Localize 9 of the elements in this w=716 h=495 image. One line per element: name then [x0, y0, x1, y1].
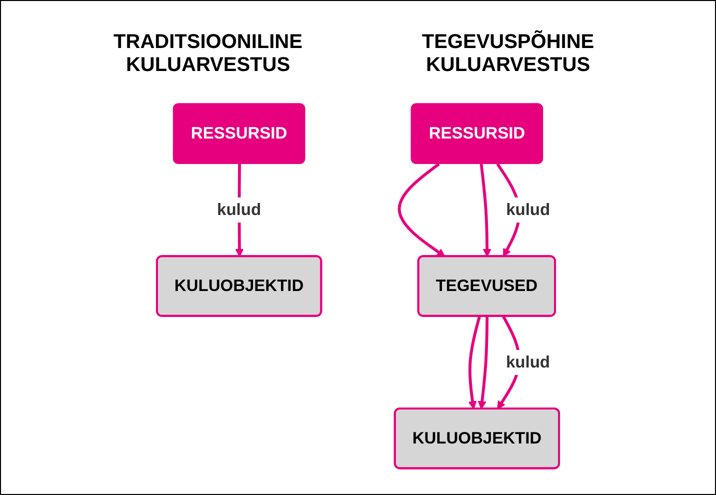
edge-label: kulud [217, 200, 262, 218]
edge-label: kulud [506, 352, 550, 371]
arrow [468, 315, 481, 409]
column-heading: TEGEVUSPÕHINE KULUARVESTUS [420, 31, 596, 77]
arrow [398, 162, 446, 257]
column-heading: TRADITSIOONILINE KULUARVESTUS [112, 31, 304, 77]
edge-label: kulud [506, 200, 550, 218]
arrow [480, 163, 492, 257]
arrow [478, 316, 489, 409]
